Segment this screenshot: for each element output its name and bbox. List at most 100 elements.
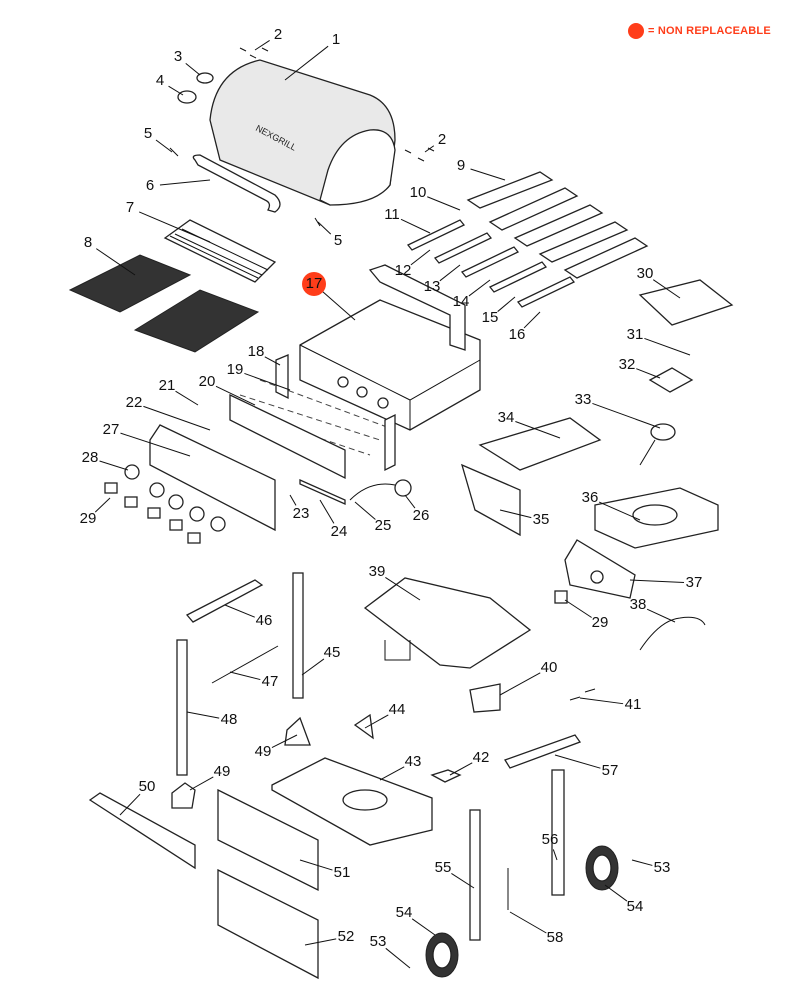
leader-line xyxy=(499,509,532,519)
callout-47: 47 xyxy=(262,673,279,690)
callout-35: 35 xyxy=(533,511,550,528)
callout-14: 14 xyxy=(453,293,470,310)
leader-line xyxy=(304,938,337,946)
callout-6: 6 xyxy=(146,177,154,194)
part-side-burner-panel xyxy=(564,539,636,599)
callout-29: 29 xyxy=(592,614,609,631)
callout-46: 46 xyxy=(256,612,273,629)
callout-44: 44 xyxy=(389,701,406,718)
part-side-bracket xyxy=(275,354,289,400)
leader-line xyxy=(631,859,653,866)
leader-line xyxy=(646,608,676,623)
callout-2: 2 xyxy=(438,131,446,148)
leader-line xyxy=(509,911,547,934)
callout-51: 51 xyxy=(334,864,351,881)
leader-line xyxy=(254,40,270,51)
leader-line xyxy=(159,179,211,186)
callout-52: 52 xyxy=(338,928,355,945)
callout-45: 45 xyxy=(324,644,341,661)
leader-line xyxy=(410,249,431,266)
callout-40: 40 xyxy=(541,659,558,676)
callout-58: 58 xyxy=(547,929,564,946)
callout-30: 30 xyxy=(637,265,654,282)
legend: = NON REPLACEABLE xyxy=(628,23,771,39)
part-grease-tray xyxy=(363,577,532,669)
leader-line xyxy=(271,734,298,748)
leader-line xyxy=(155,139,173,153)
callout-23: 23 xyxy=(293,505,310,522)
leader-line xyxy=(404,494,416,509)
leader-line xyxy=(215,385,256,406)
callout-1: 1 xyxy=(332,31,340,48)
leader-line xyxy=(470,168,506,181)
leader-line xyxy=(120,432,191,457)
callout-57: 57 xyxy=(602,762,619,779)
callout-53: 53 xyxy=(370,933,387,950)
leader-line xyxy=(264,356,281,366)
leader-line xyxy=(604,884,628,902)
callout-28: 28 xyxy=(82,449,99,466)
leader-line xyxy=(439,264,461,282)
leader-line xyxy=(629,579,685,584)
callout-2: 2 xyxy=(274,26,282,43)
part-thermometer xyxy=(177,90,197,104)
leader-line xyxy=(652,279,681,299)
leader-line xyxy=(284,45,329,81)
part-control-knobs xyxy=(104,464,226,544)
part-knob-cap xyxy=(196,72,214,84)
part-handle xyxy=(192,154,281,213)
leader-line xyxy=(424,145,435,153)
part-side-shelf xyxy=(478,417,602,471)
leader-line xyxy=(354,501,376,520)
part-regulator-hose xyxy=(349,483,396,501)
leader-line xyxy=(636,368,661,379)
part-wheels xyxy=(425,845,619,978)
callout-39: 39 xyxy=(369,563,386,580)
part-hood: NEXGRILL xyxy=(209,59,396,206)
part-cart xyxy=(88,572,582,980)
callout-22: 22 xyxy=(126,394,143,411)
callout-12: 12 xyxy=(395,262,412,279)
leader-line xyxy=(598,501,641,521)
leader-line xyxy=(497,296,516,312)
leader-line xyxy=(224,604,255,618)
callout-54: 54 xyxy=(627,898,644,915)
leader-line xyxy=(95,248,136,276)
leader-line xyxy=(427,196,461,211)
callout-43: 43 xyxy=(405,753,422,770)
leader-line xyxy=(175,390,199,406)
callout-50: 50 xyxy=(139,778,156,795)
part-igniter xyxy=(394,479,412,497)
part-valve-bracket xyxy=(229,393,346,480)
leader-line xyxy=(94,497,111,513)
callout-26: 26 xyxy=(413,507,430,524)
leader-line xyxy=(321,290,356,321)
leader-line xyxy=(189,776,214,791)
part-igniter-wire xyxy=(639,616,706,651)
leader-line xyxy=(468,279,491,297)
leader-line xyxy=(579,697,624,705)
leader-line xyxy=(411,918,436,936)
callout-19: 19 xyxy=(227,361,244,378)
leader-line xyxy=(143,405,211,431)
callout-25: 25 xyxy=(375,517,392,534)
leader-line xyxy=(168,85,184,96)
callout-32: 32 xyxy=(619,356,636,373)
callout-11: 11 xyxy=(384,206,400,223)
callout-4: 4 xyxy=(156,72,164,89)
callout-49: 49 xyxy=(214,763,231,780)
callout-54: 54 xyxy=(396,904,413,921)
leader-line xyxy=(317,221,332,235)
callout-5: 5 xyxy=(144,125,152,142)
leader-line xyxy=(119,793,141,816)
leader-line xyxy=(244,372,291,391)
callout-8: 8 xyxy=(84,234,92,251)
leader-line xyxy=(554,754,601,769)
callout-21: 21 xyxy=(159,377,176,394)
callout-48: 48 xyxy=(221,711,238,728)
leader-line xyxy=(552,849,558,861)
leader-line xyxy=(644,337,691,356)
callout-3: 3 xyxy=(174,48,182,65)
leader-line xyxy=(385,577,421,601)
leader-line xyxy=(319,499,335,524)
